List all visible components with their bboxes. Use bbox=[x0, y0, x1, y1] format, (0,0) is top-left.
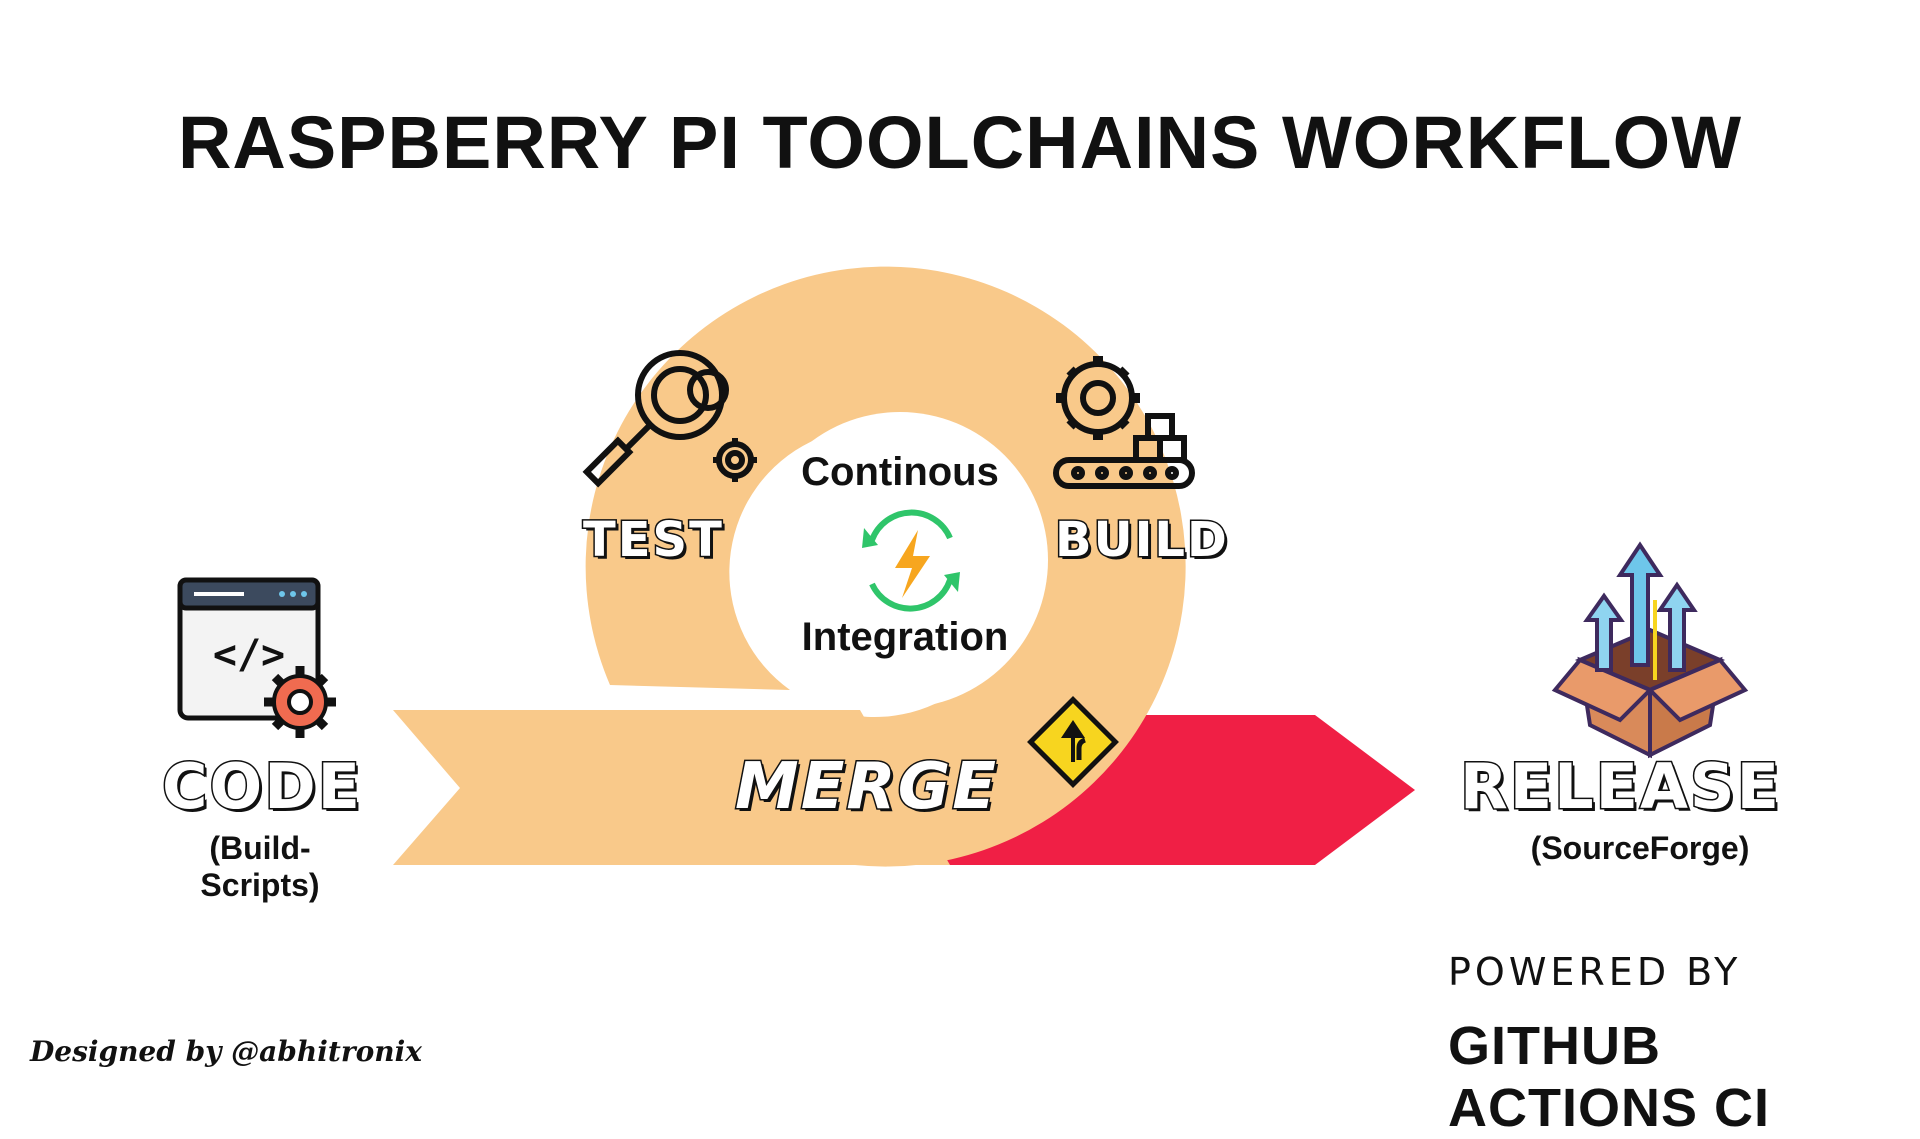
ci-line2: Integration bbox=[801, 615, 1009, 659]
workflow-diagram: </> bbox=[30, 101, 1781, 1138]
release-label: RELEASE bbox=[1459, 749, 1781, 825]
powered-by: POWERED BY bbox=[1448, 950, 1742, 994]
github-actions-ci: GITHUB ACTIONS CI bbox=[1448, 1016, 1771, 1138]
code-sub: (Build-Scripts) bbox=[200, 830, 320, 903]
designer-credit: Designed by @abhitronix bbox=[30, 1035, 422, 1068]
magnifier-gears-icon bbox=[582, 350, 757, 488]
merge-label: MERGE bbox=[734, 749, 998, 826]
release-sub: (SourceForge) bbox=[1530, 830, 1750, 866]
diagram-graphics: </> bbox=[177, 266, 1749, 867]
ci-loop bbox=[585, 266, 1186, 867]
build-label: BUILD bbox=[1054, 511, 1229, 570]
merge-band bbox=[393, 710, 950, 865]
open-box-arrows-icon bbox=[1551, 541, 1749, 759]
merge-road-sign-icon bbox=[1027, 696, 1119, 788]
page-title: RASPBERRY PI TOOLCHAINS WORKFLOW bbox=[177, 101, 1743, 184]
lightning-refresh-icon bbox=[862, 509, 960, 612]
test-label: TEST bbox=[582, 511, 724, 570]
code-label: CODE bbox=[160, 749, 363, 825]
ci-line1: Continous bbox=[801, 450, 999, 494]
gear-conveyor-icon bbox=[1053, 356, 1195, 489]
svg-text:</>: </> bbox=[213, 632, 285, 678]
code-window-gear-icon: </> bbox=[177, 577, 336, 738]
